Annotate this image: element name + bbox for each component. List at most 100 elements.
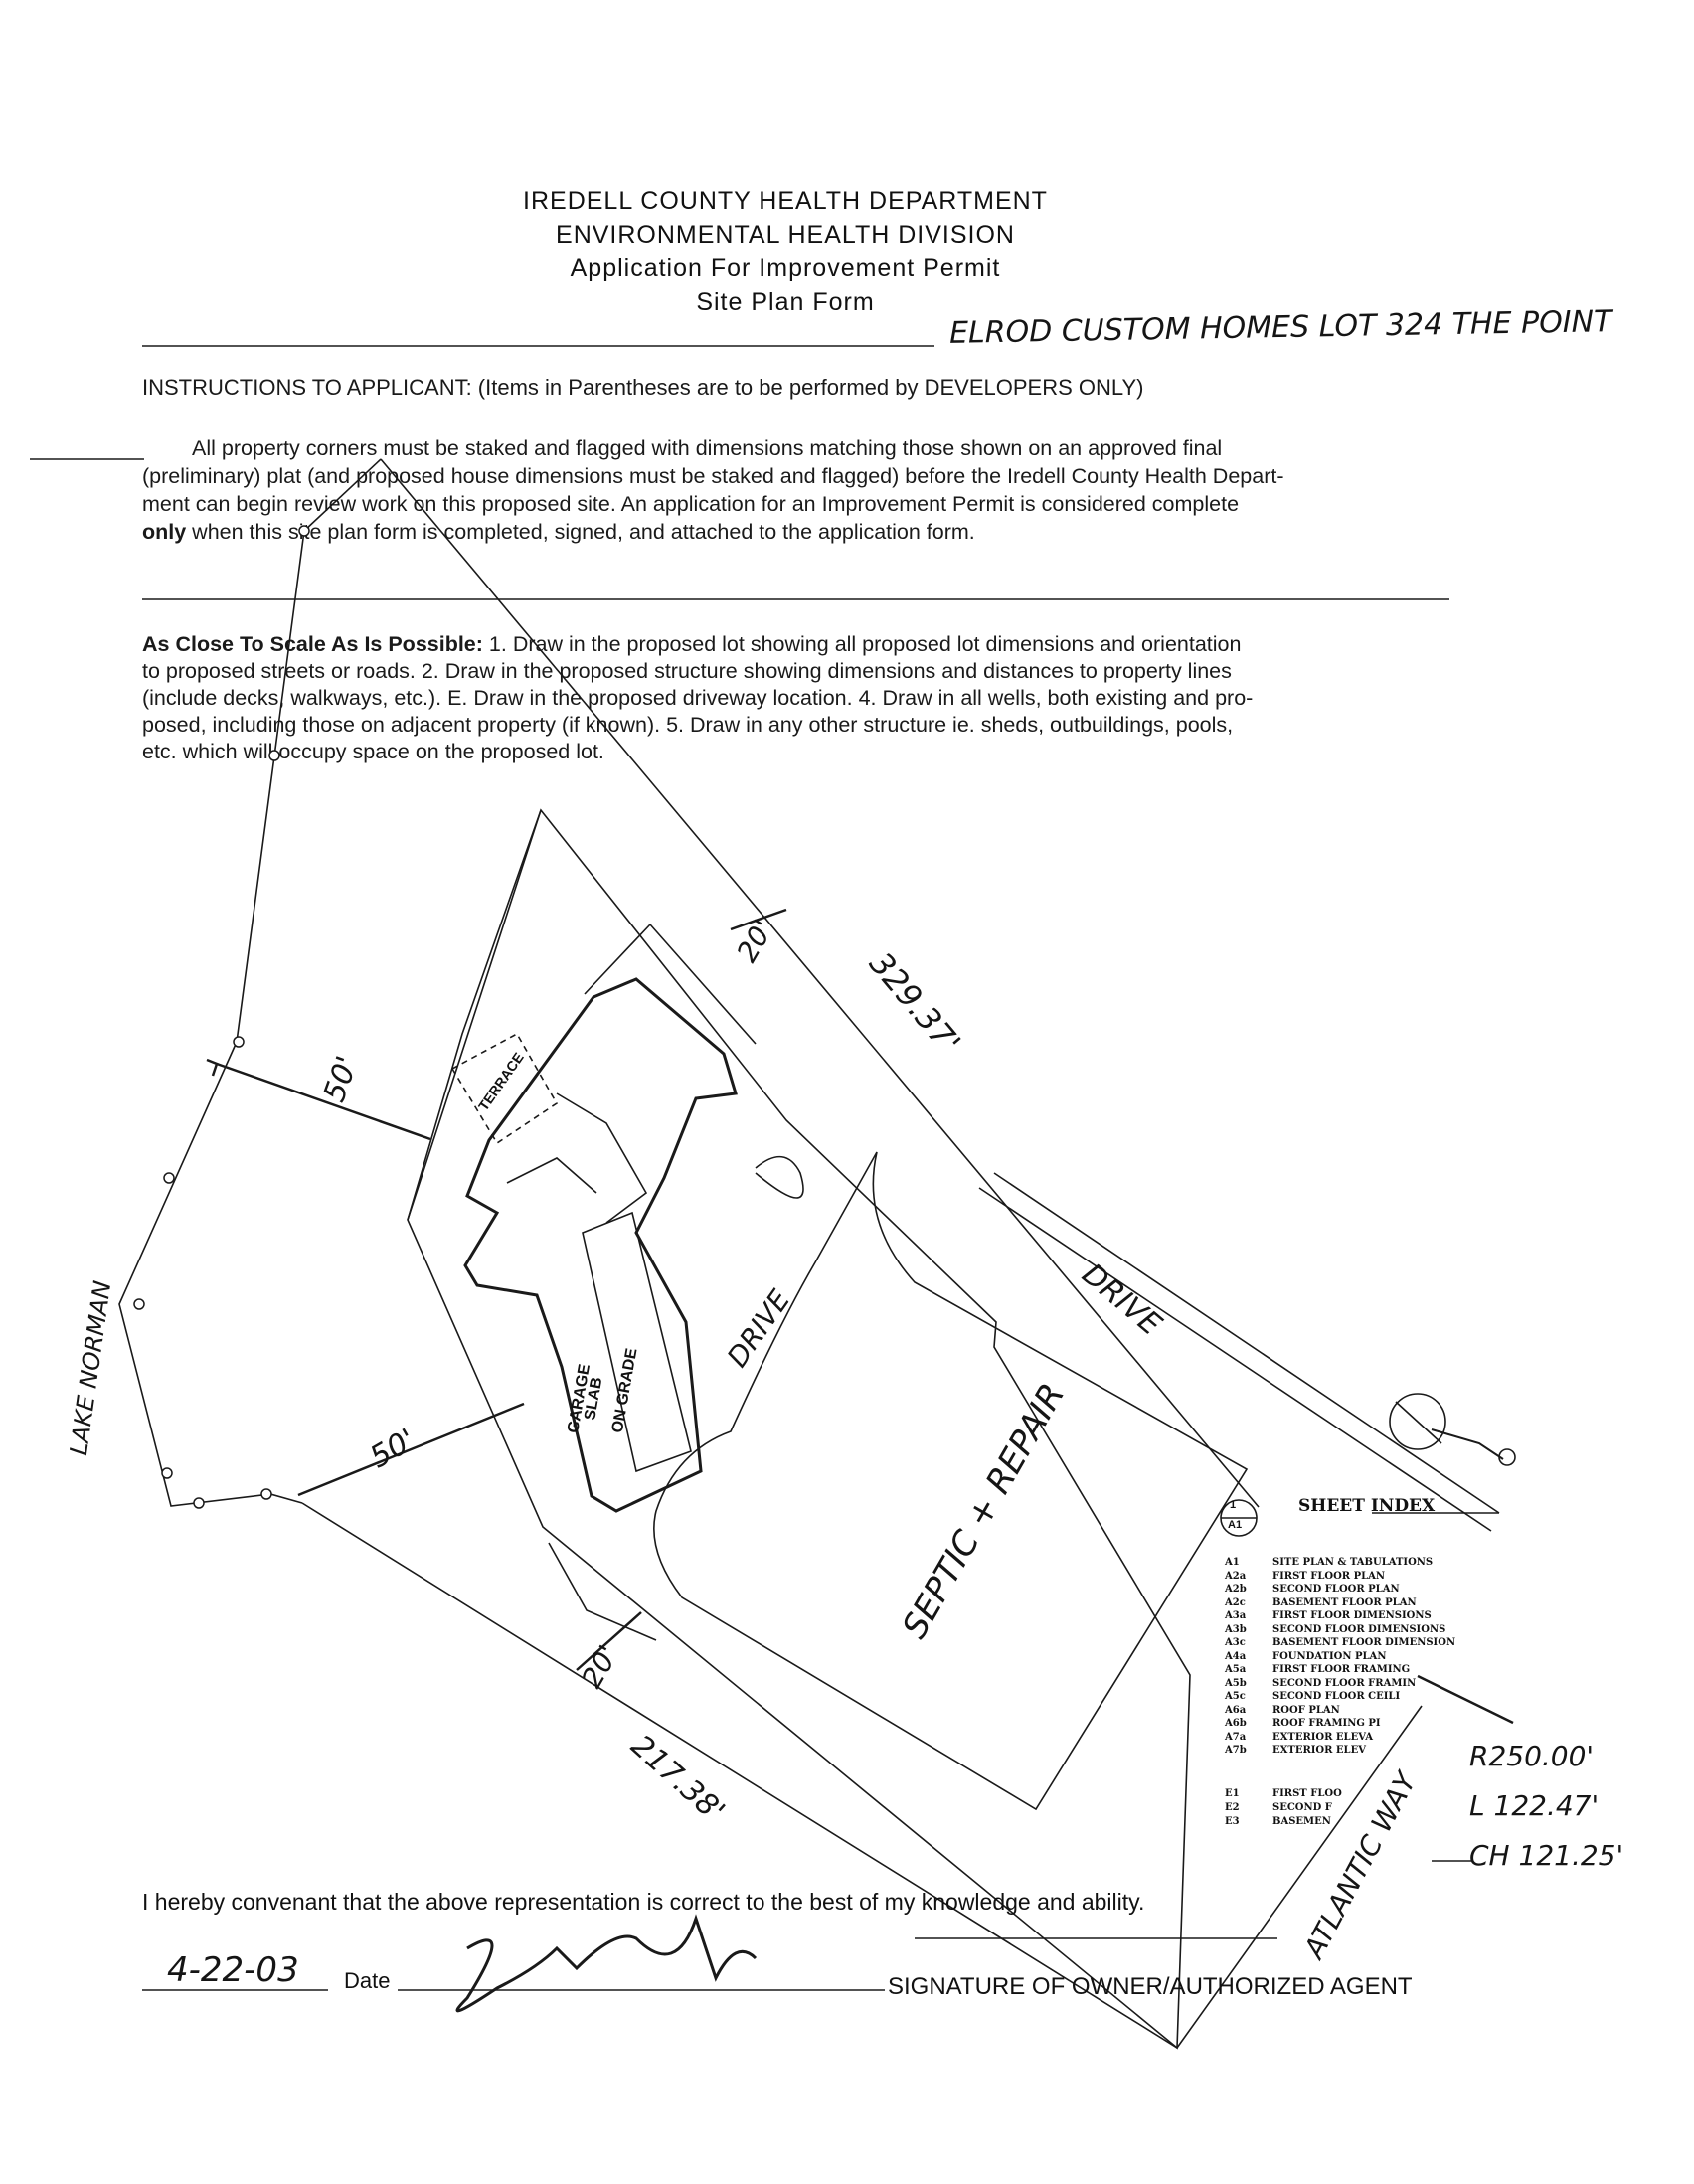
sheet-index-code: A7a xyxy=(1225,1731,1247,1743)
sheet-index-code: A7b xyxy=(1225,1745,1247,1756)
sheet-index-description: SECOND FLOOR PLAN xyxy=(1272,1584,1400,1595)
corner-marker-6-icon xyxy=(161,1467,173,1479)
sheet-index-description: ROOF PLAN xyxy=(1272,1704,1340,1716)
setback-line-west xyxy=(407,809,542,1221)
sheet-index-row: A2a FIRST FLOOR PLAN xyxy=(1225,1571,1483,1585)
curve-radius: R250.00' xyxy=(1469,1740,1595,1772)
north-arrow-circle-icon xyxy=(1389,1393,1446,1450)
setback-arrow-front-top xyxy=(730,908,787,931)
corner-marker-5-icon xyxy=(133,1298,145,1310)
header-line-4: Site Plan Form xyxy=(696,288,875,316)
sheet-index-description: BASEMEN xyxy=(1272,1815,1331,1827)
sheet-index-description: SECOND FLOOR FRAMIN xyxy=(1272,1677,1417,1689)
corner-marker-1-icon xyxy=(298,525,310,537)
sheet-index-description: ROOF FRAMING PI xyxy=(1272,1718,1381,1729)
sheet-index-code: A5b xyxy=(1225,1677,1247,1689)
house-internal-line-2 xyxy=(506,1157,597,1194)
sheet-index-title: SHEET INDEX xyxy=(1298,1496,1436,1516)
lake-shoreline xyxy=(118,530,305,1507)
sheet-index-description: SECOND F xyxy=(1272,1801,1332,1813)
corner-marker-7-icon xyxy=(193,1497,205,1509)
signature-agent-label: SIGNATURE OF OWNER/AUTHORIZED AGENT xyxy=(888,1973,1413,2000)
curve-leader xyxy=(1417,1674,1514,1725)
setback-line-north xyxy=(584,923,757,1045)
instructions-line-2: (preliminary) plat (and proposed house d… xyxy=(142,464,1284,488)
instructions-line-4: only when this site plan form is complet… xyxy=(142,518,975,546)
sheet-index-code: A6b xyxy=(1225,1718,1247,1729)
sheet-index-description: SITE PLAN & TABULATIONS xyxy=(1272,1557,1434,1568)
corner-marker-8-icon xyxy=(260,1488,272,1500)
scale-note-line-3: (include decks, walkways, etc.). E. Draw… xyxy=(142,686,1254,710)
sheet-index-code: E3 xyxy=(1225,1815,1240,1827)
sheet-index-code: A2b xyxy=(1225,1584,1247,1595)
sheet-index-row: A4a FOUNDATION PLAN xyxy=(1225,1651,1483,1665)
date-label: Date xyxy=(344,1968,391,1993)
sheet-index-description: BASEMENT FLOOR DIMENSION xyxy=(1272,1637,1456,1648)
house-outline xyxy=(463,977,738,1513)
sheet-index-code: A6a xyxy=(1225,1704,1247,1716)
sheet-index-description: FIRST FLOO xyxy=(1272,1787,1342,1799)
setback-line-south xyxy=(548,1542,657,1641)
sheet-index-code: A2c xyxy=(1225,1596,1246,1608)
sheet-index-description: SECOND FLOOR CEILI xyxy=(1272,1691,1401,1702)
corner-marker-2-icon xyxy=(268,750,280,761)
sheet-index-code: E1 xyxy=(1225,1787,1240,1799)
terrace-outline xyxy=(450,1032,559,1145)
house-internal-line-1 xyxy=(556,1092,648,1224)
sheet-index-row: A3a FIRST FLOOR DIMENSIONS xyxy=(1225,1610,1483,1624)
sheet-index-description: EXTERIOR ELEV xyxy=(1272,1745,1366,1756)
certification-statement: I hereby convenant that the above repres… xyxy=(142,1889,1145,1915)
sheet-index-code: A3a xyxy=(1225,1610,1247,1621)
date-value: 4-22-03 xyxy=(167,1950,299,1990)
signature-scribble xyxy=(455,1914,758,2013)
sheet-ref-code: A1 xyxy=(1228,1519,1243,1531)
property-line-ne xyxy=(380,458,1260,1508)
garage-slab xyxy=(582,1211,692,1473)
sheet-index-description: FIRST FLOOR PLAN xyxy=(1272,1570,1386,1582)
setback-arrow-top xyxy=(216,1062,431,1141)
sheet-index-row: E3 BASEMEN xyxy=(1225,1816,1483,1830)
sheet-index-row: E1 FIRST FLOO xyxy=(1225,1788,1483,1802)
sheet-index-description: FIRST FLOOR DIMENSIONS xyxy=(1272,1610,1432,1621)
sheet-index-description: BASEMENT FLOOR PLAN xyxy=(1272,1596,1417,1608)
sheet-index-row: A6a ROOF PLAN xyxy=(1225,1705,1483,1719)
septic-area xyxy=(653,1151,1249,1811)
scale-note-line-5: etc. which will occupy space on the prop… xyxy=(142,740,604,763)
sheet-ref-number: 1 xyxy=(1230,1499,1237,1511)
sheet-index-code: A5c xyxy=(1225,1691,1246,1702)
sheet-index-row: A2c BASEMENT FLOOR PLAN xyxy=(1225,1597,1483,1611)
sheet-index-row: A5b SECOND FLOOR FRAMIN xyxy=(1225,1678,1483,1692)
sheet-index-code: A3b xyxy=(1225,1623,1247,1635)
curve-chord: CH 121.25' xyxy=(1469,1839,1624,1872)
header-line-3: Application For Improvement Permit xyxy=(570,254,1001,282)
corner-marker-3-icon xyxy=(233,1036,245,1048)
sheet-index-code: A5a xyxy=(1225,1664,1247,1675)
buildable-area xyxy=(407,808,1191,2050)
instructions-heading: INSTRUCTIONS TO APPLICANT: (Items in Par… xyxy=(142,375,1144,400)
header-line-2: ENVIRONMENTAL HEALTH DIVISION xyxy=(556,221,1015,249)
sheet-index-row: A1 SITE PLAN & TABULATIONS xyxy=(1225,1557,1483,1571)
drive-turnaround xyxy=(755,1155,804,1199)
scale-note-line-2: to proposed streets or roads. 2. Draw in… xyxy=(142,659,1232,683)
north-arrow-tip-icon xyxy=(1498,1448,1516,1466)
sheet-index-code: A2a xyxy=(1225,1570,1247,1582)
drive-edge-1 xyxy=(993,1172,1500,1514)
sheet-index-row: A5a FIRST FLOOR FRAMING xyxy=(1225,1664,1483,1678)
sheet-index-row: A2b SECOND FLOOR PLAN xyxy=(1225,1584,1483,1597)
sheet-index-description: FOUNDATION PLAN xyxy=(1272,1650,1387,1662)
sheet-index-row: E2 SECOND F xyxy=(1225,1802,1483,1816)
sheet-index-description: EXTERIOR ELEVA xyxy=(1272,1731,1373,1743)
sheet-index-row: A5c SECOND FLOOR CEILI xyxy=(1225,1691,1483,1705)
instructions-line-1: All property corners must be staked and … xyxy=(192,436,1223,460)
property-line-top xyxy=(303,458,382,532)
sheet-index-code: A4a xyxy=(1225,1650,1247,1662)
corner-marker-4-icon xyxy=(163,1172,175,1184)
scale-note-line-4: posed, including those on adjacent prope… xyxy=(142,713,1234,737)
sheet-index-description: FIRST FLOOR FRAMING xyxy=(1272,1664,1411,1675)
sheet-index-code: E2 xyxy=(1225,1801,1240,1813)
sheet-index-code: A1 xyxy=(1225,1557,1240,1568)
